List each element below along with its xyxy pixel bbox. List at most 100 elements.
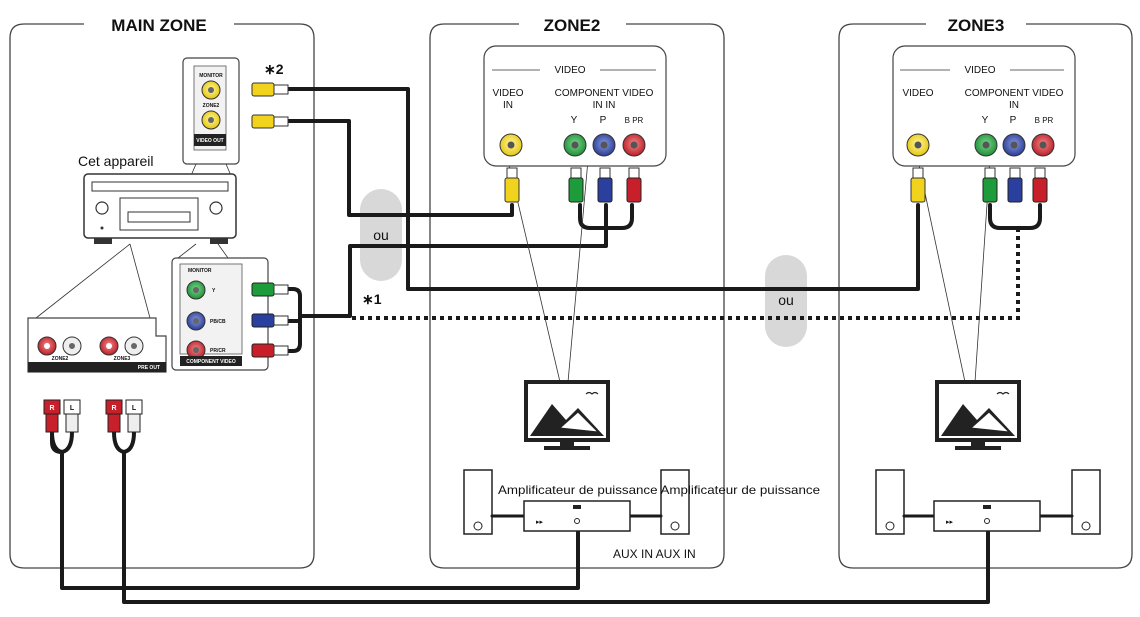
red-plug (251, 343, 289, 358)
cable-component-to-zone2 (285, 203, 608, 318)
zone2-bpr-label: B PR (625, 116, 644, 125)
yellow-plug-lower (251, 114, 289, 129)
component-tag-label: COMPONENT VIDEO (186, 359, 236, 365)
yellow-plug-upper (251, 82, 289, 97)
amplifier-label: Amplificateur de puissance Amplificateur… (498, 483, 820, 497)
svg-text:▸▸: ▸▸ (946, 519, 954, 526)
zone2-video-header: VIDEO (554, 65, 585, 76)
zone3-green-plug (982, 167, 998, 203)
green-plug (251, 282, 289, 297)
zone3-video-header: VIDEO (964, 65, 995, 76)
main-zone-title: MAIN ZONE (111, 16, 206, 35)
zone3-pr-pin (1039, 141, 1047, 149)
or-label-left: ou (373, 227, 389, 243)
component-pb-label: PB/CB (210, 319, 226, 325)
component-pr-label: PR/CR (210, 348, 226, 354)
preout-tag-label: PRE OUT (138, 365, 160, 371)
zone3-box (838, 23, 1133, 569)
zone2-component-in-label: IN IN (593, 100, 616, 111)
zone3-video-in-pin (914, 141, 922, 149)
monitor-out-jack-pin (208, 87, 214, 93)
svg-text:▸▸: ▸▸ (536, 519, 544, 526)
zone2-left-speaker (463, 469, 493, 535)
preout-tag (28, 362, 166, 372)
zone3-yellow-plug (910, 167, 926, 203)
zone2-yellow-plug (504, 167, 520, 203)
preout-zone3-l-pin (131, 343, 137, 349)
zone2-pr-pin (630, 141, 638, 149)
audio-plugs-zone2 (43, 399, 81, 433)
zone3-tv-leader (917, 159, 991, 383)
zone3-component-in-label: IN (1009, 100, 1019, 111)
cable-preout-zone2 (50, 430, 580, 590)
plug-zone2-r: R (49, 405, 54, 412)
panel-monitor-label: MONITOR (199, 73, 223, 79)
zone3-video-label: VIDEO (902, 88, 933, 99)
or-pill-right (765, 255, 807, 347)
zone2-y-label: Y (571, 115, 578, 126)
preout-zone2-label: ZONE2 (52, 356, 69, 362)
zone2-pb-pin (600, 141, 608, 149)
panel-video-out-label: VIDEO OUT (196, 138, 224, 144)
main-zone-box (9, 23, 315, 569)
zone3-tv-icon (935, 380, 1021, 450)
zone2-title: ZONE2 (544, 16, 601, 35)
component-pr-pin (193, 347, 199, 353)
blue-plug (251, 313, 289, 328)
zone3-p-label: P (1010, 115, 1017, 126)
note-star2: ∗2 (264, 61, 284, 77)
panel-zone2-label: ZONE2 (203, 103, 220, 109)
plug-zone2-l: L (70, 405, 75, 412)
device-label: Cet appareil (78, 153, 154, 169)
zone2-out-jack-pin (208, 117, 214, 123)
zone2-right-speaker (660, 469, 690, 535)
zone3-left-speaker (875, 469, 905, 535)
cable-zone2-component-bundle (578, 203, 634, 230)
or-pill-left (360, 189, 402, 281)
zone2-y-pin (571, 141, 579, 149)
cable-monitor-to-zone3-video (283, 87, 920, 291)
zone3-pb-pin (1010, 141, 1018, 149)
zone2-p-label: P (600, 115, 607, 126)
preout-zone2-r-pin (44, 343, 50, 349)
zone2-green-plug (568, 167, 584, 203)
zone3-y-label: Y (982, 115, 989, 126)
receiver-unit (83, 173, 237, 244)
preout-zone3-label: ZONE3 (114, 356, 131, 362)
cable-zone2-to-zone2-video (283, 119, 514, 217)
cable-preout-zone2-bundle (50, 430, 74, 454)
plug-zone3-r: R (111, 405, 116, 412)
plug-zone3-l: L (132, 405, 137, 412)
or-label-right: ou (778, 292, 794, 308)
component-y-label: Y (212, 288, 216, 294)
zone3-y-pin (982, 141, 990, 149)
cable-component-to-zone3-dotted (352, 230, 1020, 320)
audio-plugs-zone3 (105, 399, 143, 433)
zone2-component-label: COMPONENT VIDEO (555, 88, 654, 99)
preout-leader (35, 243, 151, 319)
aux-in-label: AUX IN AUX IN (613, 547, 696, 561)
zone3-component-label: COMPONENT VIDEO (965, 88, 1064, 99)
component-monitor-label: MONITOR (188, 268, 212, 274)
preout-zone2-l-pin (69, 343, 75, 349)
preout-zone3-r-pin (106, 343, 112, 349)
zone2-amplifier-icon: ▸▸ (523, 500, 631, 532)
zone2-video-panel (483, 45, 667, 167)
zone3-amplifier-icon: ▸▸ (933, 500, 1041, 532)
video-out-tag (194, 134, 226, 146)
zone2-video-label: VIDEO (492, 88, 523, 99)
zone2-in-label: IN (503, 100, 513, 111)
zone2-video-in-pin (507, 141, 515, 149)
component-pb-pin (193, 318, 199, 324)
component-leader (177, 243, 229, 259)
zone2-tv-icon (524, 380, 610, 450)
zone3-blue-plug (1007, 167, 1023, 203)
cable-preout-zone3 (112, 430, 990, 604)
zone2-red-plug (626, 167, 642, 203)
note-star1: ∗1 (362, 291, 382, 307)
zone3-video-panel (892, 45, 1076, 167)
cable-zone3-component-bundle (988, 203, 1042, 230)
zone3-right-speaker (1071, 469, 1101, 535)
component-tag (180, 356, 242, 366)
